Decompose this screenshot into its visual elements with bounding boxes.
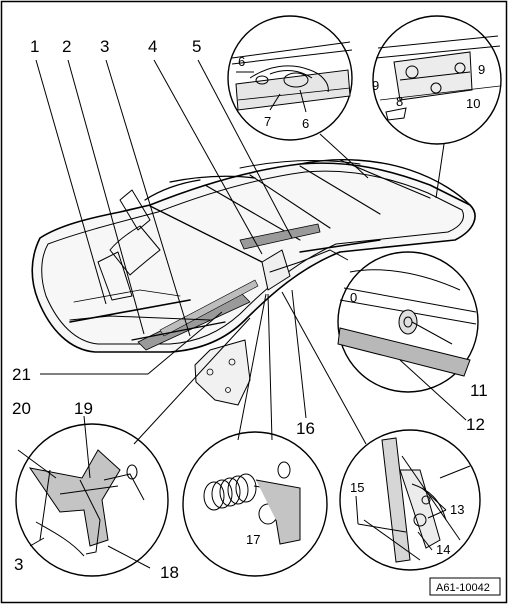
callout-3-b: 3 [14,555,23,574]
leader-hinge-circle [281,291,367,445]
callout-18: 18 [160,563,179,582]
detail-circle-seal [337,251,479,393]
leader-circleB [435,143,445,199]
callout-9-b: 9 [478,62,485,77]
callout-labels: 1 2 3 4 5 6 6 7 8 9 9 10 0 11 12 16 21 2… [12,37,488,582]
detail-circle-hinge [339,429,481,571]
callout-10: 10 [466,96,480,111]
leader-circleA [319,133,369,179]
callout-1: 1 [30,37,39,56]
callout-4: 4 [148,37,157,56]
callout-15: 15 [350,480,364,495]
callout-19: 19 [74,399,93,418]
callout-16: 16 [296,419,315,438]
detail-circle-latch-left [227,15,353,141]
figure-id: A61-10042 [436,582,490,594]
leader-spring-circle-2 [267,293,273,441]
leader-spring-circle [237,293,267,441]
callout-7: 7 [264,114,271,129]
callout-21: 21 [12,365,31,384]
callout-5: 5 [192,37,201,56]
callout-6-b: 6 [302,116,309,131]
leader-strap-circle [133,317,251,445]
callout-0: 0 [350,290,357,305]
figure-id-box: A61-10042 [429,577,501,596]
detail-circle-latch-right [372,15,502,145]
leader-seal-circle [329,249,349,261]
callout-6-a: 6 [238,54,245,69]
callout-2: 2 [62,37,71,56]
callout-11: 11 [470,381,488,400]
detail-circle-spring [182,431,328,577]
detail-circle-strap [15,423,169,577]
callout-20: 20 [12,399,31,418]
callout-13: 13 [450,502,464,517]
callout-8: 8 [396,94,403,109]
callout-12: 12 [466,415,485,434]
callout-leaders [17,59,467,569]
callout-14: 14 [436,542,450,557]
callout-3: 3 [100,37,109,56]
roof-frame-main [31,159,476,406]
callout-17: 17 [246,532,260,547]
callout-9-a: 9 [372,78,379,93]
